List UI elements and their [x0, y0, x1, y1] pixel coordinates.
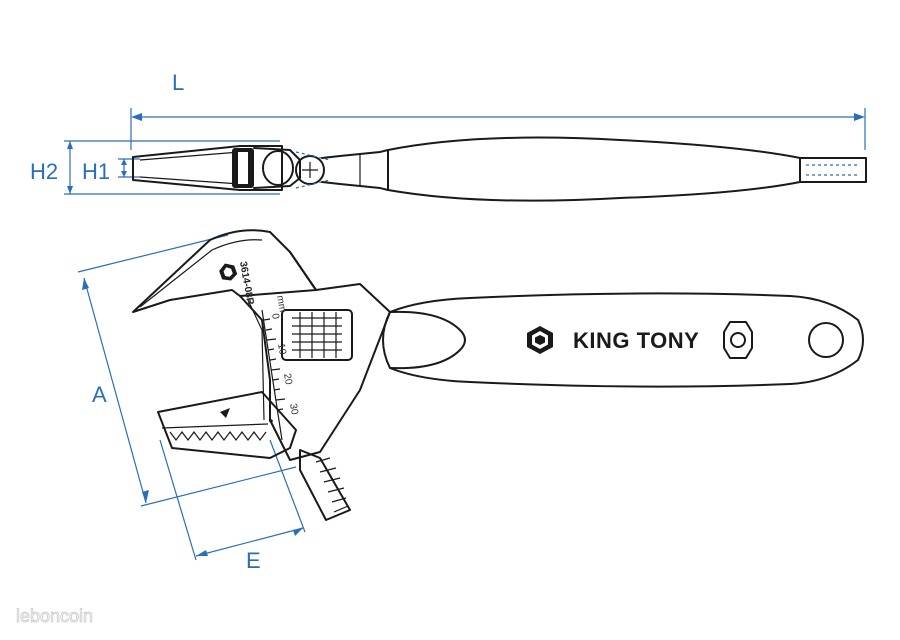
dimension-label-L: L: [172, 70, 184, 95]
jaw-scale: 0 10 20 30 mm: [261, 295, 300, 441]
dimension-E: E: [159, 439, 306, 573]
dimension-H2: H2: [30, 140, 280, 195]
dimension-label-H1: H1: [82, 159, 110, 184]
dimension-L: L: [130, 70, 866, 150]
scale-tick-0: 0: [269, 313, 281, 321]
scale-tick-10: 10: [275, 343, 288, 356]
king-tony-mini-logo-icon: [219, 263, 238, 281]
wrench-front-view: A E: [77, 229, 864, 573]
dimension-label-H2: H2: [30, 159, 58, 184]
dimension-label-A: A: [92, 382, 107, 407]
scale-tick-30: 30: [287, 403, 300, 416]
wrench-side-view: L H2 H1: [30, 70, 867, 202]
brand-name: KING TONY: [573, 328, 699, 353]
dimension-label-E: E: [246, 548, 261, 573]
scale-tick-20: 20: [281, 373, 294, 386]
watermark-text: leboncoin: [16, 606, 93, 626]
scale-unit: mm: [274, 295, 288, 313]
king-tony-logo-icon: [527, 326, 553, 354]
dimension-H1: H1: [82, 158, 140, 184]
model-number: 3614-08R: [237, 261, 256, 307]
dimension-A: A: [77, 234, 297, 507]
